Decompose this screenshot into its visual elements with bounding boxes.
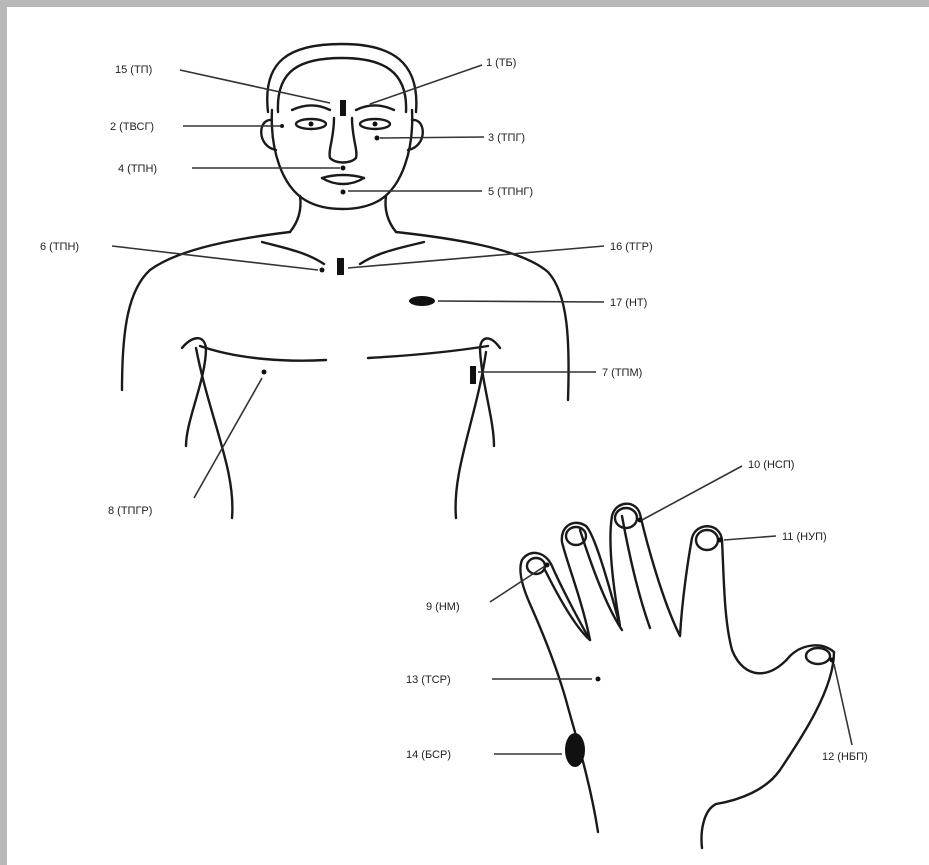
point-5-mark [341,190,346,195]
point-13-mark [596,677,601,682]
point-12-mark [830,658,835,663]
left-inner-arm [182,338,206,446]
leader-17 [438,301,604,302]
right-brow [356,106,394,111]
label-9: 9 (НМ) [426,601,460,613]
left-chest-line [200,346,326,361]
nail-pinky [696,530,718,550]
label-8: 8 (ТПГР) [108,505,152,517]
point-14-mark [565,733,585,767]
label-6: 6 (ТПН) [40,241,79,253]
point-7-mark [470,366,476,384]
hand-outline [520,504,834,848]
point-3-mark [375,136,380,141]
label-14: 14 (БСР) [406,749,451,761]
point-labels: 15 (ТП) 1 (ТБ) 2 (ТВСГ) 3 (ТПГ) 4 (ТПН) … [40,57,868,763]
label-4: 4 (ТПН) [118,163,157,175]
label-11: 11 (НУП) [782,531,827,543]
mouth-lower [322,178,364,184]
finger-middle-inner [580,530,622,630]
leader-10 [642,466,742,520]
nose [330,118,357,163]
neck-left [290,196,301,232]
leader-16 [348,246,604,268]
point-16-mark [337,258,344,275]
nail-ring [615,508,637,528]
point-10-mark [638,518,643,523]
left-brow [292,106,330,111]
right-inner-arm [480,338,500,446]
hand-figure [490,466,852,848]
label-15: 15 (ТП) [115,64,152,76]
neck-right [385,196,396,232]
point-11-mark [718,538,723,543]
left-pupil [309,122,314,127]
label-17: 17 (НТ) [610,297,647,309]
leader-9 [490,566,545,602]
label-1: 1 (ТБ) [486,57,516,69]
label-12: 12 (НБП) [822,751,868,763]
point-1-mark [340,100,346,116]
point-17-mark [409,296,435,306]
torso-figure [112,44,604,518]
point-4-mark [341,166,346,171]
leader-12 [834,664,852,745]
leader-1 [370,65,482,104]
leader-15 [180,70,330,103]
leader-8 [194,378,262,498]
label-13: 13 (ТСР) [406,674,451,686]
point-8-mark [262,370,267,375]
nail-thumb [806,648,830,664]
right-chest-line [368,346,488,358]
left-torso-side [196,348,232,518]
label-5: 5 (ТПНГ) [488,186,533,198]
point-6-mark [320,268,325,273]
leader-11 [724,536,776,540]
label-3: 3 (ТПГ) [488,132,525,144]
label-2: 2 (ТВСГ) [110,121,154,133]
point-2-mark [280,124,284,128]
label-16: 16 (ТГР) [610,241,653,253]
left-shoulder-arm [122,232,290,390]
left-collarbone [262,242,324,264]
label-10: 10 (НСП) [748,459,794,471]
right-collarbone [360,242,424,264]
label-7: 7 (ТПМ) [602,367,642,379]
right-pupil [373,122,378,127]
mouth-upper [322,175,364,178]
leader-3 [380,137,484,138]
